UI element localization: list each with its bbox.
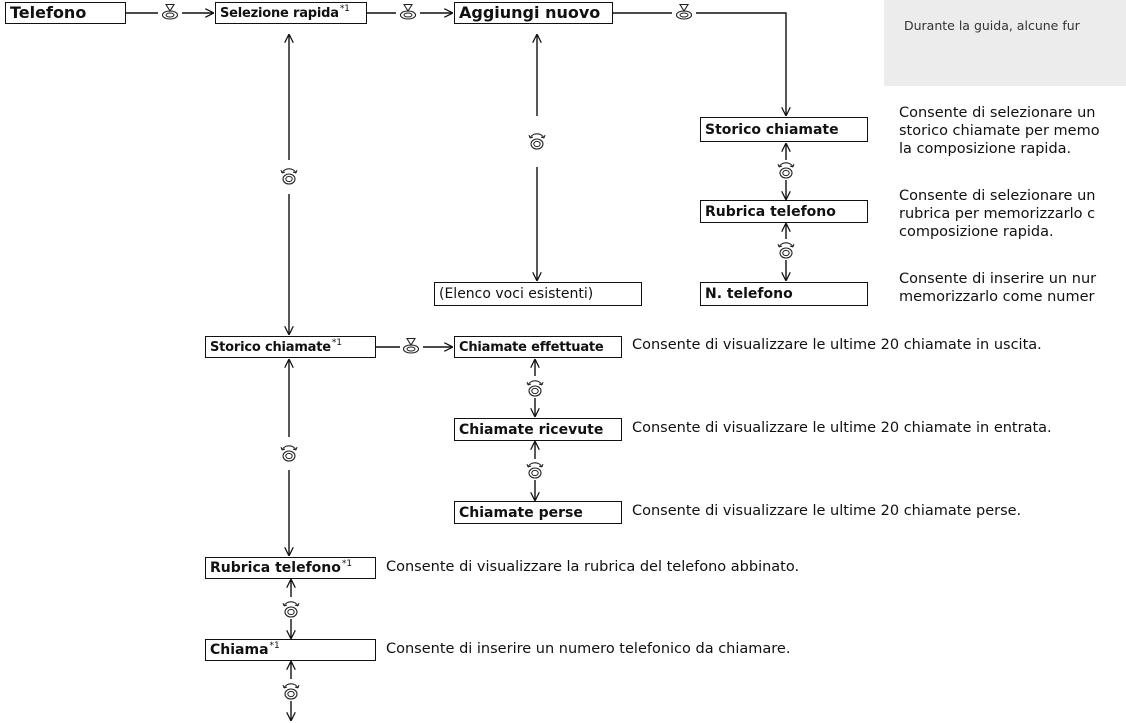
menu-box-elenco-voci[interactable]: (Elenco voci esistenti)	[434, 282, 642, 306]
description-n-telefono: Consente di inserire un nur memorizzarlo…	[899, 270, 1126, 306]
description-line: storico chiamate per memo	[899, 123, 1100, 139]
description-line: rubrica per memorizzarlo c	[899, 206, 1096, 222]
rotate-knob-icon	[280, 445, 298, 462]
rotate-knob-icon	[528, 133, 546, 150]
menu-box-chiama[interactable]: Chiama*1	[205, 639, 376, 661]
description-chiamate-ricevute: Consente di visualizzare le ultime 20 ch…	[632, 420, 1052, 436]
menu-label: Rubrica telefono	[705, 203, 836, 220]
press-knob-icon	[399, 3, 417, 20]
description-line: Consente di selezionare un	[899, 105, 1096, 121]
menu-label: Chiama	[210, 642, 269, 658]
menu-box-chiamate-perse[interactable]: Chiamate perse	[454, 501, 622, 524]
menu-label: Chiamate effettuate	[459, 339, 604, 355]
description-line: composizione rapida.	[899, 224, 1054, 240]
menu-box-selezione-rapida[interactable]: Selezione rapida*1	[215, 2, 367, 24]
description-rubrica-telefono-right: Consente di selezionare un rubrica per m…	[899, 187, 1126, 241]
rotate-knob-icon	[282, 683, 300, 700]
menu-box-storico-chiamate-right[interactable]: Storico chiamate	[700, 117, 868, 142]
menu-box-telefono[interactable]: Telefono	[5, 2, 126, 24]
description-line: memorizzarlo come numer	[899, 289, 1095, 305]
info-note-text: Durante la guida, alcune fur	[904, 18, 1080, 33]
menu-box-aggiungi-nuovo[interactable]: Aggiungi nuovo	[454, 2, 613, 24]
rotate-knob-icon	[526, 380, 544, 397]
description-chiamate-effettuate: Consente di visualizzare le ultime 20 ch…	[632, 337, 1042, 353]
description-line: Consente di inserire un nur	[899, 271, 1097, 287]
menu-box-chiamate-effettuate[interactable]: Chiamate effettuate	[454, 336, 622, 358]
menu-label: Aggiungi nuovo	[459, 3, 601, 22]
rotate-knob-icon	[280, 168, 298, 185]
press-knob-icon	[402, 337, 420, 354]
rotate-knob-icon	[777, 162, 795, 179]
menu-box-storico-chiamate[interactable]: Storico chiamate*1	[205, 336, 376, 358]
menu-label: Selezione rapida	[220, 5, 339, 21]
menu-label: Storico chiamate	[705, 121, 839, 138]
menu-box-rubrica-telefono[interactable]: Rubrica telefono*1	[205, 557, 376, 579]
menu-label: N. telefono	[705, 286, 793, 302]
description-line: Consente di selezionare un	[899, 188, 1096, 204]
menu-label: Chiamate perse	[459, 504, 583, 521]
menu-label: Telefono	[10, 3, 87, 22]
description-chiama: Consente di inserire un numero telefonic…	[386, 641, 791, 657]
menu-label: Storico chiamate	[210, 339, 331, 355]
description-storico-chiamate-right: Consente di selezionare un storico chiam…	[899, 104, 1126, 158]
description-rubrica-telefono: Consente di visualizzare la rubrica del …	[386, 559, 800, 575]
menu-box-rubrica-telefono-right[interactable]: Rubrica telefono	[700, 200, 868, 223]
press-knob-icon	[675, 3, 693, 20]
rotate-knob-icon	[526, 462, 544, 479]
description-line: la composizione rapida.	[899, 141, 1072, 157]
menu-box-n-telefono[interactable]: N. telefono	[700, 282, 868, 306]
rotate-knob-icon	[282, 601, 300, 618]
menu-label: Rubrica telefono	[210, 560, 341, 576]
rotate-knob-icon	[777, 242, 795, 259]
menu-label: Chiamate ricevute	[459, 421, 604, 438]
connector-arrow	[696, 12, 786, 115]
description-chiamate-perse: Consente di visualizzare le ultime 20 ch…	[632, 503, 1022, 519]
menu-box-chiamate-ricevute[interactable]: Chiamate ricevute	[454, 418, 622, 441]
menu-label: (Elenco voci esistenti)	[439, 286, 594, 302]
info-note: Durante la guida, alcune fur	[884, 0, 1126, 86]
press-knob-icon	[161, 3, 179, 20]
